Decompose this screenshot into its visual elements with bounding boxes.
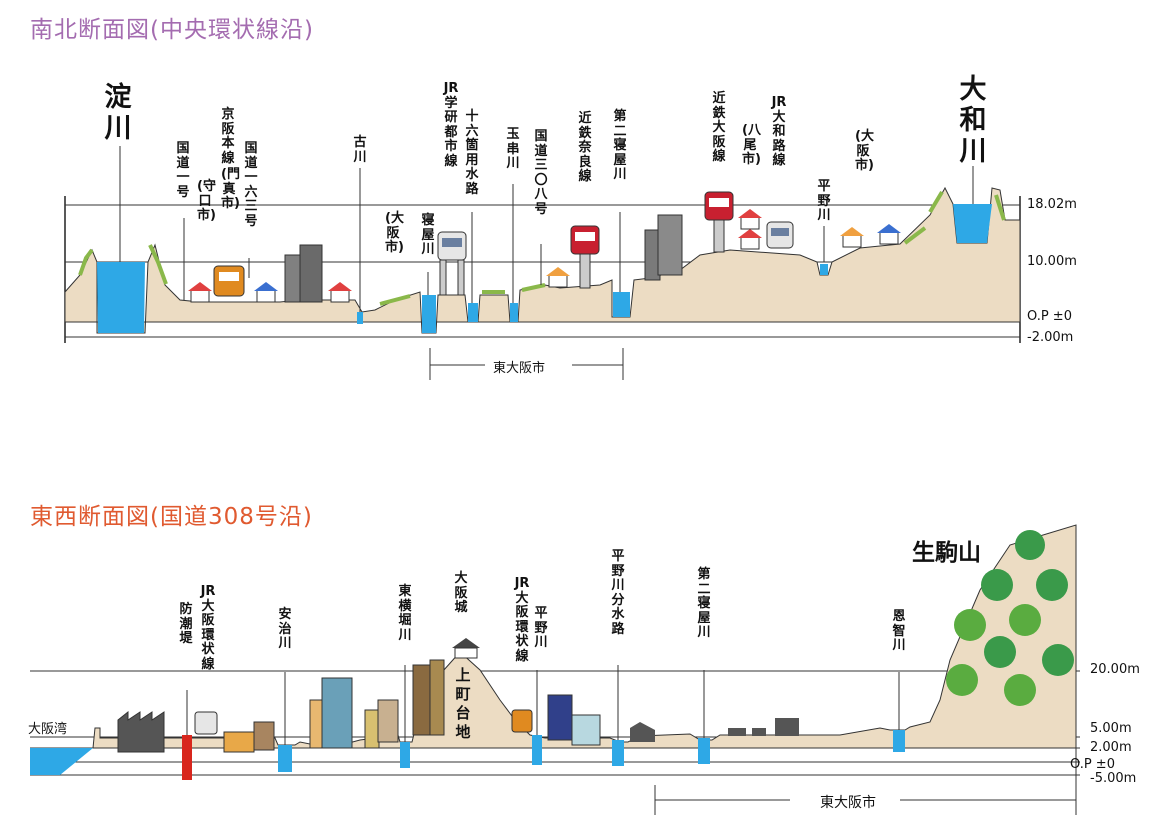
label-kintetsu-nara-line: 近鉄奈良線 — [578, 111, 592, 184]
ew-level-20: 20.00m — [1090, 662, 1140, 677]
ns-level-10: 10.00m — [1027, 254, 1077, 269]
label-yamato-river: 大和川 — [959, 74, 987, 167]
label-route308: 国道三〇八号 — [534, 129, 548, 217]
ns-trains — [213, 191, 794, 297]
label-moriguchi: (守口市) — [197, 179, 216, 223]
ew-level-2: 2.00m — [1090, 740, 1132, 755]
label-aji-river: 安治川 — [278, 607, 292, 651]
ns-level-18: 18.02m — [1027, 197, 1077, 212]
ns-level-minus2: -2.00m — [1027, 330, 1074, 345]
label-jr-gakken-line: JR学研都市線 — [443, 81, 459, 169]
ew-buildings — [117, 638, 799, 753]
ew-trees — [946, 530, 1074, 706]
label-mt-ikoma: 生駒山 — [912, 540, 981, 566]
ew-range-label: 東大阪市 — [820, 795, 876, 811]
label-uemachi-plateau: 上町台地 — [455, 666, 471, 741]
label-kintetsu-osaka-line: 近鉄大阪線 — [712, 91, 726, 164]
label-hirano-river: 平野川 — [817, 179, 831, 223]
label-seawall: 防潮堤 — [179, 602, 193, 646]
ew-title: 東西断面図(国道308号沿) — [30, 504, 313, 530]
ew-leaders — [186, 665, 900, 745]
label-neya-river: 寝屋川 — [421, 213, 435, 257]
label-furukawa: 古川 — [353, 135, 367, 165]
ns-leaders — [119, 146, 974, 312]
label-route163: 国道一六三号 — [244, 141, 258, 229]
ns-buildings — [284, 214, 683, 303]
label-higashiyokobori-river: 東横堀川 — [398, 584, 412, 643]
ew-section — [30, 524, 1080, 815]
label-ew-daini-neya-river: 第二寝屋川 — [697, 567, 711, 640]
label-kadoma: (門真市) — [221, 167, 240, 211]
ns-level-0: O.P ±0 — [1027, 309, 1072, 324]
label-jr-loop-line-2: JR大阪環状線 — [514, 576, 530, 664]
label-keihan-line: 京阪本線 — [221, 107, 235, 166]
label-osaka-city-2: (大阪市) — [855, 129, 874, 173]
label-tamakushi-river: 玉串川 — [506, 127, 520, 171]
label-yodo-river: 淀川 — [104, 82, 132, 144]
label-route1: 国道一号 — [176, 141, 190, 200]
ew-level-minus5: -5.00m — [1090, 771, 1137, 786]
label-osaka-bay: 大阪湾 — [28, 722, 68, 737]
ns-title: 南北断面図(中央環状線沿) — [30, 17, 314, 43]
label-jr-loop-line-1: JR大阪環状線 — [200, 584, 216, 672]
label-yao-city: (八尾市) — [742, 123, 761, 167]
label-daini-neya-river: 第二寝屋川 — [613, 109, 627, 182]
ns-range-label: 東大阪市 — [493, 361, 546, 376]
label-osaka-city-1: (大阪市) — [385, 211, 404, 255]
label-hirano-diversion: 平野川分水路 — [611, 549, 625, 637]
label-osaka-castle: 大阪城 — [454, 571, 468, 615]
label-jr-yamatoji-line: JR大和路線 — [771, 95, 787, 168]
label-ew-hirano-river: 平野川 — [534, 606, 548, 650]
ew-level-0: O.P ±0 — [1070, 757, 1115, 772]
ns-section — [64, 146, 1021, 380]
ew-level-5: 5.00m — [1090, 721, 1132, 736]
label-onchi-river: 恩智川 — [892, 609, 906, 653]
label-juroku-canal: 十六箇用水路 — [465, 109, 479, 197]
ns-houses — [188, 209, 901, 303]
